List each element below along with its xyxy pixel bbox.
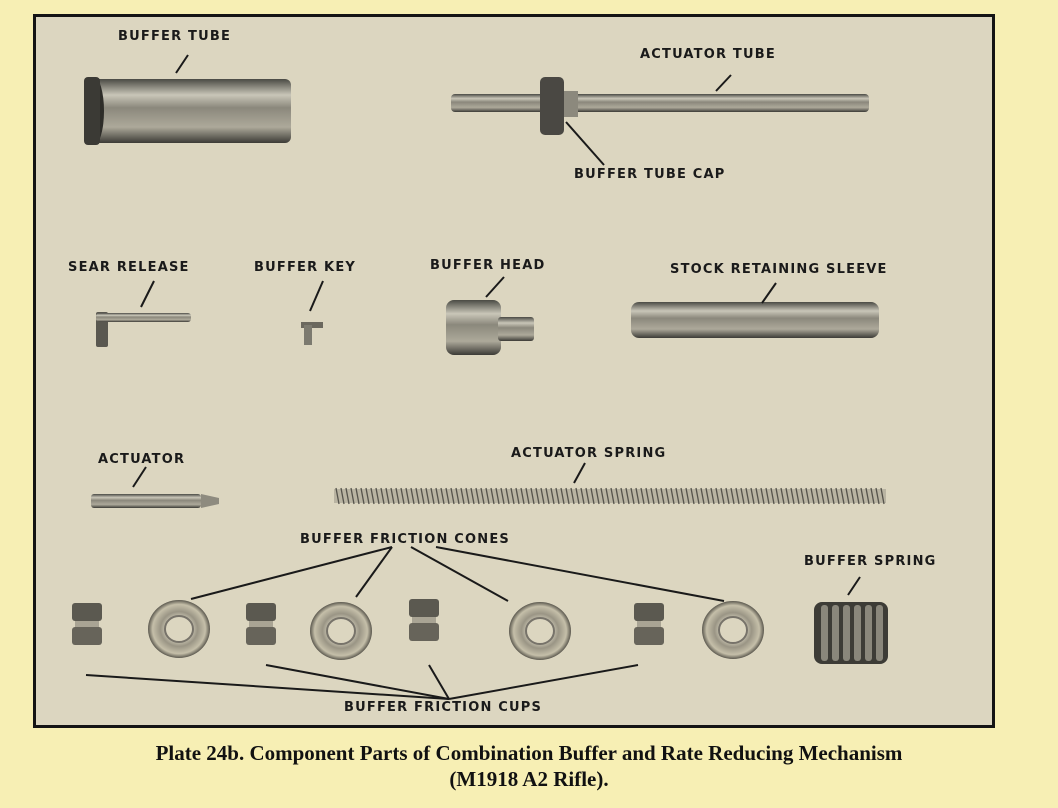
label-sear-release: SEAR RELEASE — [68, 260, 190, 275]
label-buffer-spring: BUFFER SPRING — [804, 554, 937, 569]
actuator-part — [91, 494, 219, 508]
label-buffer-tube-cap: BUFFER TUBE CAP — [574, 167, 726, 182]
buffer-key-part — [301, 322, 323, 345]
caption-line-2: (M1918 A2 Rifle). — [449, 767, 609, 791]
photo-plate: BUFFER TUBE ACTUATOR TUBE BUFFER TUBE CA… — [33, 14, 995, 728]
plate-caption: Plate 24b. Component Parts of Combinatio… — [0, 740, 1058, 792]
label-buffer-key: BUFFER KEY — [254, 260, 357, 275]
buffer-tube-part — [84, 77, 291, 145]
label-buffer-friction-cones: BUFFER FRICTION CONES — [300, 532, 510, 547]
actuator-spring-part — [334, 487, 886, 505]
sear-release-part — [96, 312, 191, 347]
stock-retaining-sleeve-part — [631, 302, 879, 338]
buffer-head-part — [446, 300, 534, 355]
label-buffer-tube: BUFFER TUBE — [118, 29, 232, 44]
actuator-tube-part — [451, 77, 869, 135]
caption-line-1: Plate 24b. Component Parts of Combinatio… — [155, 741, 903, 765]
label-buffer-head: BUFFER HEAD — [430, 258, 546, 273]
buffer-friction-cones-parts — [148, 600, 764, 660]
buffer-spring-part — [814, 602, 888, 664]
parts-photo — [72, 54, 888, 700]
leader-lines — [85, 54, 861, 700]
label-buffer-friction-cups: BUFFER FRICTION CUPS — [344, 700, 543, 715]
label-actuator-spring: ACTUATOR SPRING — [511, 446, 667, 461]
label-stock-retaining-sleeve: STOCK RETAINING SLEEVE — [670, 262, 888, 277]
label-actuator: ACTUATOR — [98, 452, 186, 467]
label-actuator-tube: ACTUATOR TUBE — [640, 47, 776, 62]
buffer-friction-cups-parts — [72, 599, 664, 645]
